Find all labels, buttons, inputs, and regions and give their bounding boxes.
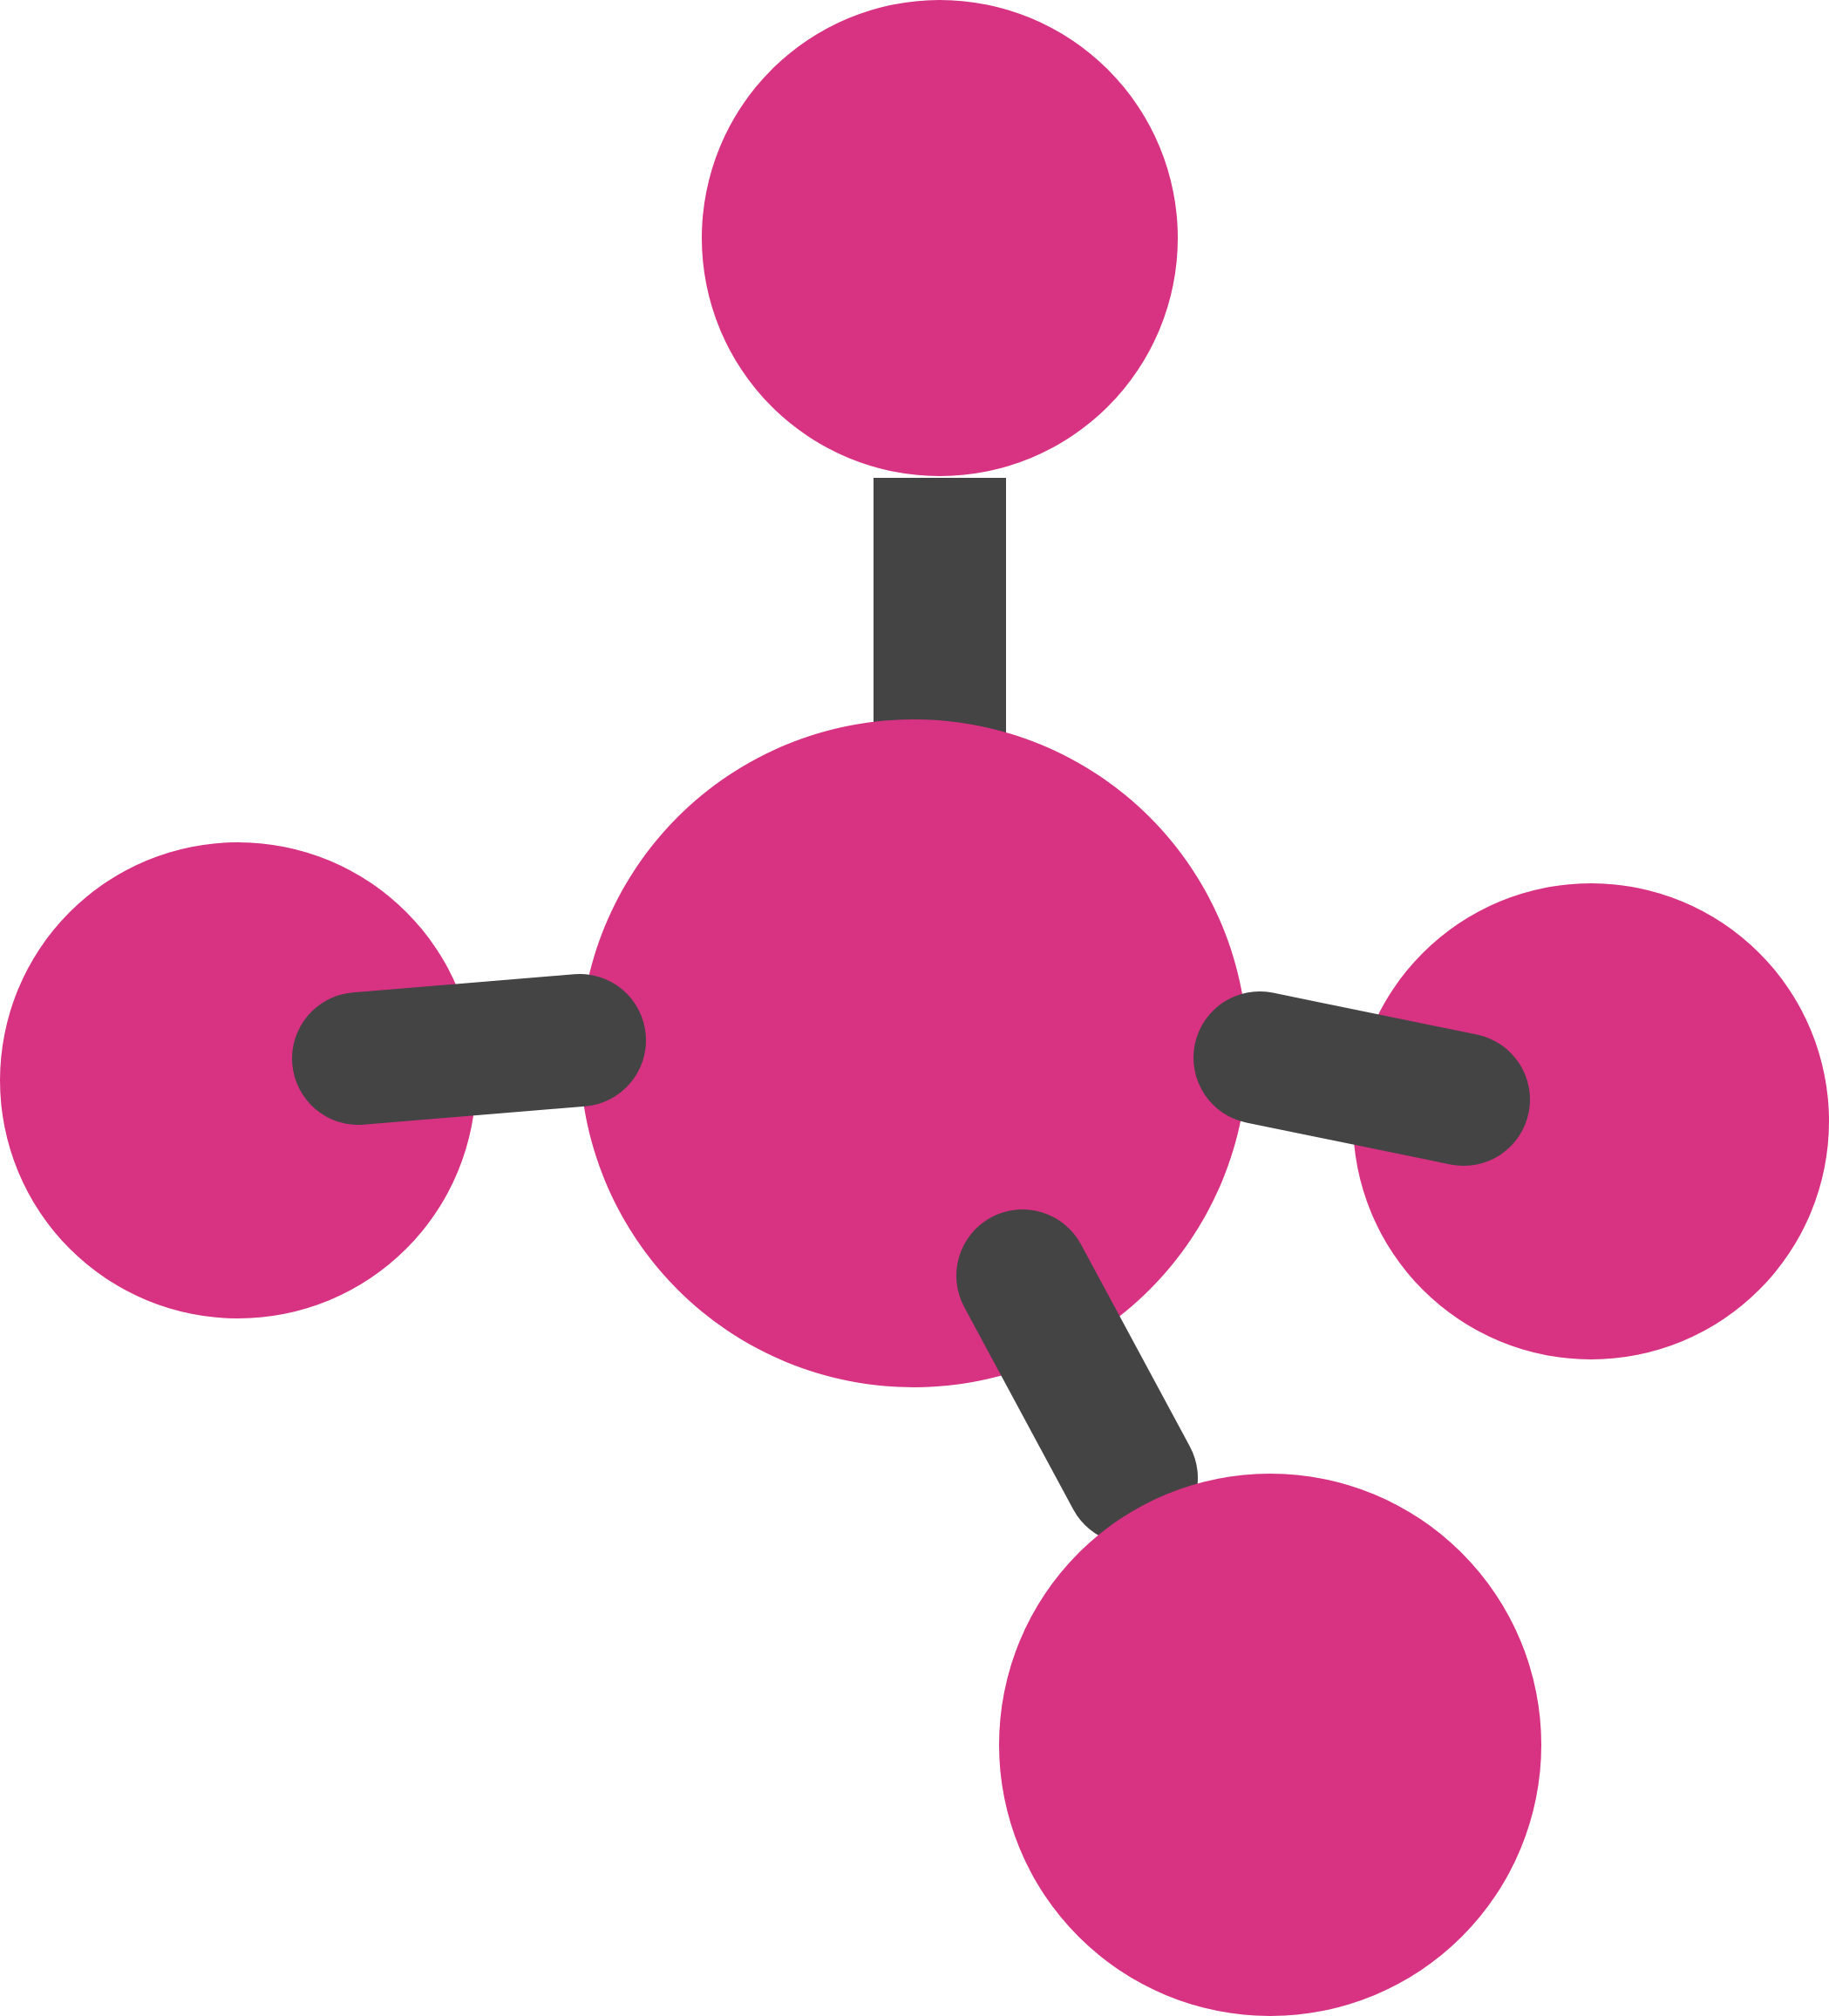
bond-center-bottom xyxy=(956,1209,1198,1544)
central-atom-layer xyxy=(580,719,1248,1387)
atom-bottom xyxy=(999,1474,1541,2016)
atom-left xyxy=(0,842,476,1318)
atom-right xyxy=(1353,883,1829,1359)
bond-center-left xyxy=(292,974,646,1125)
atom-top xyxy=(702,0,1178,476)
outer-atoms-back-layer xyxy=(0,842,1829,1359)
atom-center xyxy=(580,719,1248,1387)
bond-center-right xyxy=(1193,991,1530,1166)
outer-atoms-front-layer xyxy=(702,0,1541,2016)
bonds-front-layer xyxy=(292,974,1530,1544)
